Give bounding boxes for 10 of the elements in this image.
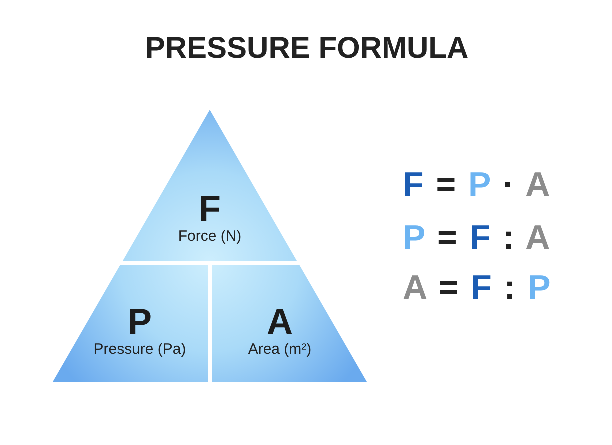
quantity-symbol: A <box>267 304 293 340</box>
formula: A = F : P <box>403 271 551 305</box>
quantity-symbol: P <box>128 304 152 340</box>
quantity-label: Area (m²) <box>248 342 312 357</box>
formula: P = F : A <box>403 221 550 255</box>
title-heading: PRESSURE FORMULA <box>145 34 469 64</box>
quantity-label: Force (N) <box>178 229 242 244</box>
formula: F = P · A <box>403 168 550 202</box>
quantity-symbol: F <box>199 191 221 227</box>
quantity-label: Pressure (Pa) <box>94 342 186 357</box>
